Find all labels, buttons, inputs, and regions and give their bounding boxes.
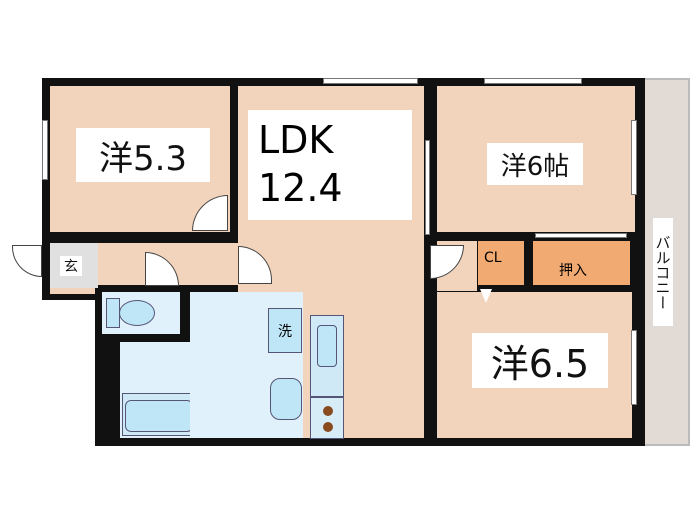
burner-icon (323, 422, 333, 432)
window (42, 120, 48, 180)
entrance-door[interactable] (12, 245, 42, 277)
room-western-6-5-label: 洋6.5 (472, 333, 608, 388)
room-western-6-label: 洋6帖 (487, 143, 583, 185)
washing-machine-icon: 洗 (268, 308, 302, 353)
window (323, 78, 418, 84)
toilet-bowl-icon (119, 300, 155, 326)
laundry-label: 洗 (278, 323, 292, 340)
wash-basin-icon (270, 378, 302, 420)
window (631, 120, 637, 195)
door-triangle-icon (480, 289, 492, 303)
room-western-5-3-label: 洋5.3 (76, 128, 210, 182)
window (484, 78, 582, 84)
closet (478, 241, 524, 285)
exterior-cutout (42, 300, 95, 450)
room-ldk-label: LDK 12.4 (248, 110, 412, 220)
ldk-label-line2: 12.4 (258, 166, 343, 210)
entrance-label: 玄 (60, 256, 82, 276)
bathtub-inner-icon (125, 400, 193, 432)
hallway-lower (50, 288, 95, 294)
closet-label: CL (484, 250, 502, 266)
window (425, 140, 430, 235)
ldk-label-line1: LDK (258, 118, 334, 162)
toilet-tank-icon (106, 298, 120, 328)
wall (42, 290, 95, 300)
oshiire-label: 押入 (559, 263, 587, 279)
window (535, 233, 627, 238)
burner-icon (323, 406, 333, 416)
stove-icon (310, 397, 344, 439)
oshiire (533, 241, 630, 285)
window (631, 330, 637, 405)
balcony-label: バルコニー (653, 218, 673, 326)
sink-basin-icon (317, 325, 337, 367)
